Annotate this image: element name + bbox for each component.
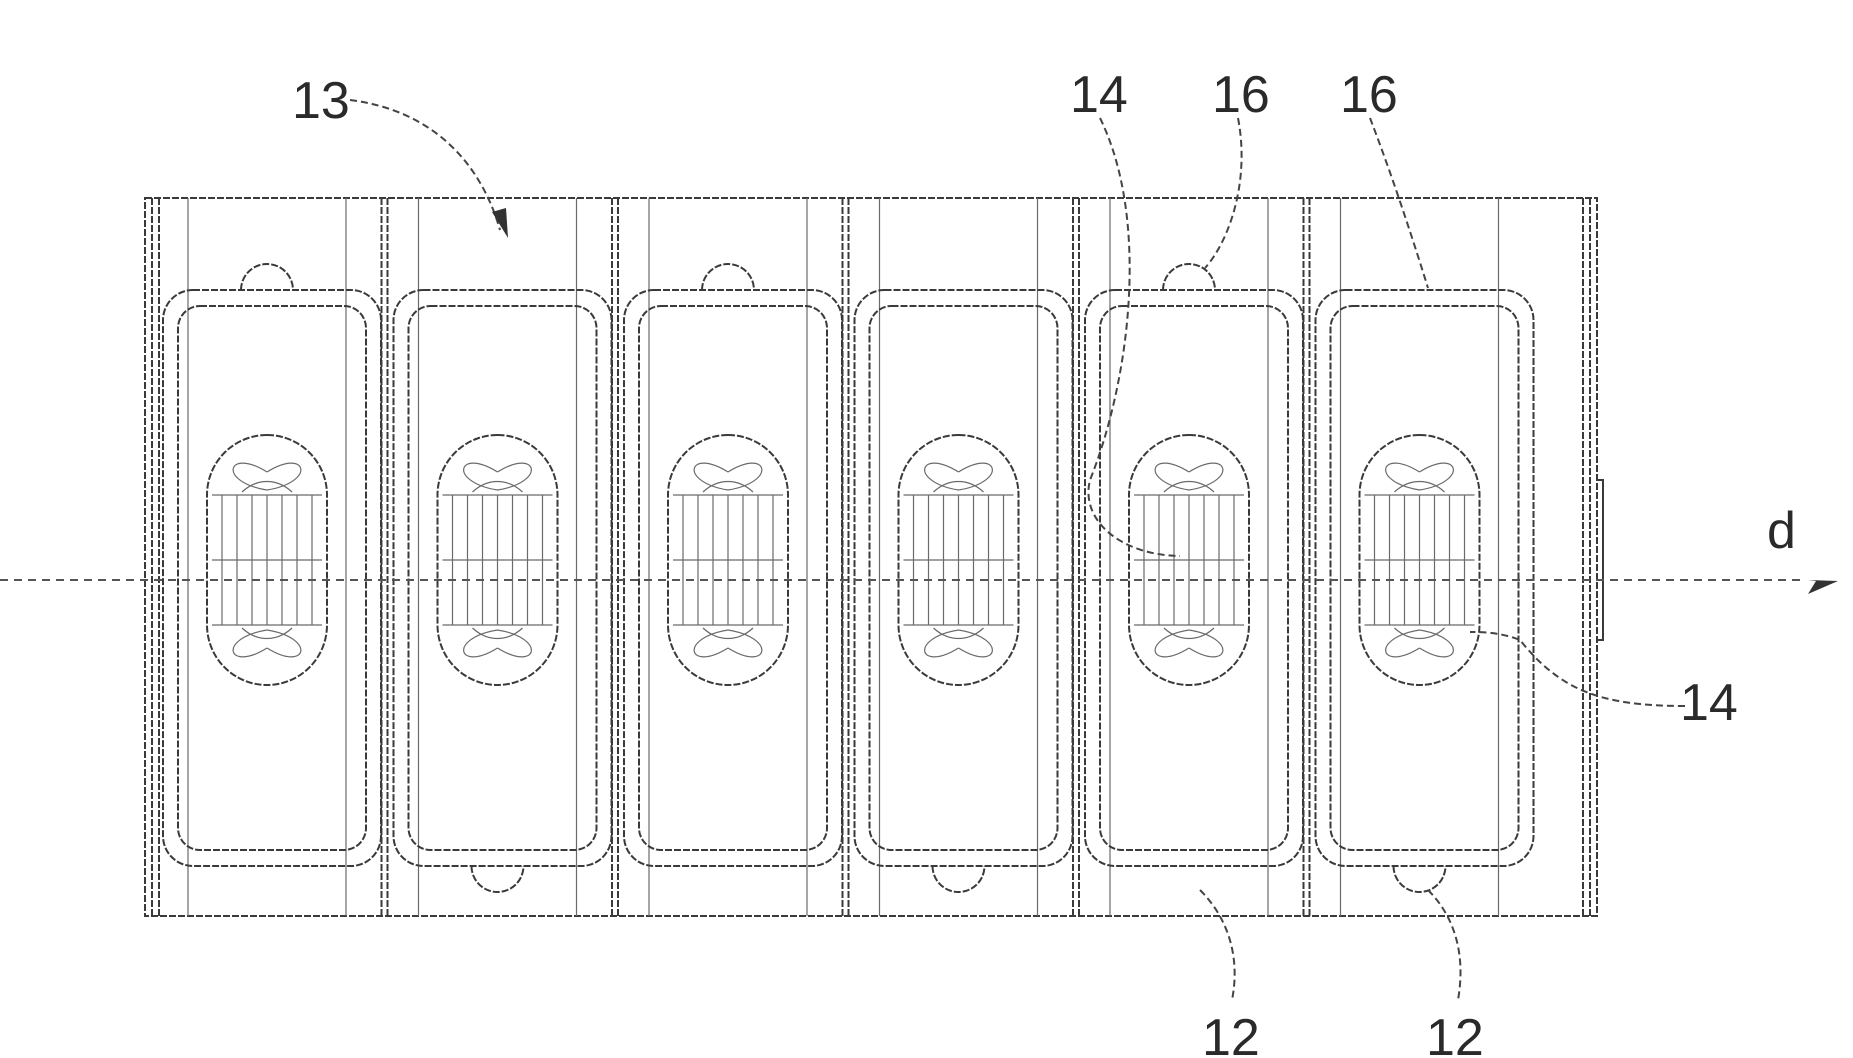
- cavity-outer-frame: [1316, 290, 1534, 866]
- cavity-cell: [382, 198, 612, 916]
- notch: [1163, 264, 1215, 290]
- cavity-cell: [1073, 198, 1303, 916]
- leader-12-a: [1200, 890, 1235, 1000]
- petal: [1395, 628, 1445, 639]
- notch: [933, 866, 985, 892]
- leader-13: [350, 100, 500, 230]
- cavity-outer-frame: [855, 290, 1073, 866]
- cavity-cell: [163, 198, 381, 916]
- leader-12-b: [1428, 890, 1460, 1000]
- cavity-row: [163, 198, 1534, 916]
- label-16-left: 16: [1212, 66, 1270, 124]
- notch: [1394, 866, 1446, 892]
- petal: [934, 482, 984, 493]
- cavity-outer-frame: [394, 290, 612, 866]
- leader-14-side: [1470, 632, 1685, 706]
- cavity-cell: [843, 198, 1073, 916]
- cavity-outer-frame: [624, 290, 842, 866]
- label-14-top: 14: [1070, 66, 1128, 124]
- petal: [703, 482, 753, 493]
- cavity-cell: [612, 198, 842, 916]
- petal: [703, 628, 753, 639]
- cavity-cell: [1304, 198, 1534, 916]
- label-direction-d: d: [1767, 502, 1796, 560]
- leader-16-b: [1370, 118, 1428, 288]
- notch: [702, 264, 754, 290]
- label-14-right: 14: [1680, 674, 1738, 732]
- label-13: 13: [292, 72, 350, 130]
- petal: [934, 628, 984, 639]
- petal: [242, 482, 292, 493]
- label-12-right: 12: [1426, 1009, 1484, 1058]
- label-16-right: 16: [1340, 66, 1398, 124]
- petal: [1395, 482, 1445, 493]
- petal: [242, 628, 292, 639]
- petal: [473, 628, 523, 639]
- leader-16-a: [1205, 118, 1242, 268]
- label-12-left: 12: [1202, 1009, 1260, 1058]
- direction-arrowhead: [1808, 580, 1838, 594]
- petal: [1164, 482, 1214, 493]
- leader-13-arrowhead: [492, 208, 508, 238]
- cavity-outer-frame: [163, 290, 381, 866]
- notch: [472, 866, 524, 892]
- petal: [473, 482, 523, 493]
- cavity-outer-frame: [1085, 290, 1303, 866]
- notch: [241, 264, 293, 290]
- petal: [1164, 628, 1214, 639]
